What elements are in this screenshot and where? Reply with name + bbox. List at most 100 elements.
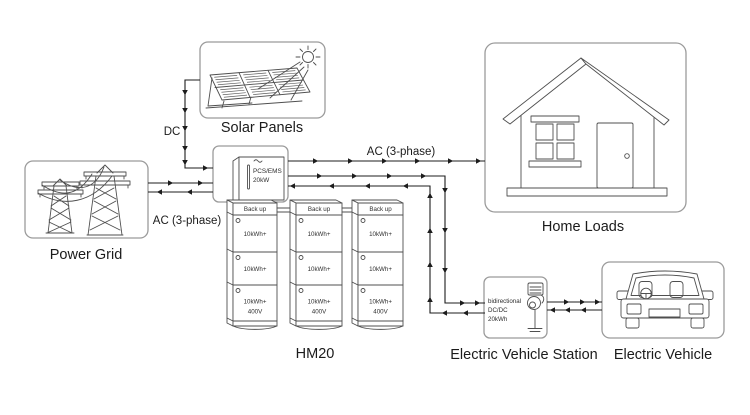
solar-cell-stripe [278,82,302,86]
arrowhead-r [476,158,482,164]
arrowhead-d [442,228,448,234]
module-voltage-label: 400V [373,309,388,316]
module-divider [226,211,278,216]
module-divider [289,248,343,253]
window-pane [535,123,554,141]
solar-cell-stripe [249,84,273,88]
solar-cell-stripe [281,87,305,90]
window-pane [556,123,575,141]
led-strip-icon [247,164,250,190]
wheel [625,317,640,329]
electric-vehicle-label: Electric Vehicle [614,347,712,363]
arrowhead-r [475,300,481,306]
solar-cell-stripe [253,92,277,95]
ev-station-spec-line1: bidirectional [488,298,521,305]
module-logo-icon [360,255,366,260]
module-divider [289,281,343,286]
arrowhead-r [421,173,427,179]
module-logo-icon [235,288,241,293]
arrowhead-r [317,173,323,179]
solar-cell-stripe [244,75,268,78]
solar-cell-stripe [276,77,300,81]
module-logo-icon [298,218,304,223]
solar-cell-stripe [251,89,276,93]
tower-side-face [289,199,297,327]
connectors [148,79,602,316]
backup-label: Back up [369,206,392,213]
arrowhead-u [427,261,433,267]
solar-cell-stripe [216,79,240,83]
solar-cell-stripe [246,79,271,83]
module-capacity-label: 10kWh+ [369,299,392,306]
solar-cell-stripe [273,72,297,76]
tower-side-face [226,199,234,327]
home-loads-label: Home Loads [542,219,624,235]
module-voltage-label: 400V [312,309,327,316]
tower-base-skirt [295,325,343,330]
solar-panels-label: Solar Panels [221,120,303,136]
solar-cell-stripe [243,72,267,76]
module-capacity-label: 10kWh+ [244,299,267,306]
flow-arrowheads [156,90,601,316]
tower-link-cables [341,207,353,213]
hm20-battery-towers: Back up 10kWh+ 10kWh+ 10kWh+ 400V Back up 10kW… [226,199,404,330]
pcs-power-label: 20kW [253,177,270,184]
car-front-icon [616,270,714,329]
module-logo-icon [235,255,241,260]
ev-station-spec-line2: DC/DC [488,307,508,314]
module-capacity-label: 10kWh+ [369,266,392,273]
module-voltage-label: 400V [248,309,263,316]
arrowhead-l [364,183,370,189]
module-divider [289,211,343,216]
solar-cell-stripe [220,87,244,91]
arrowhead-r [564,299,570,305]
door-knob [624,153,630,159]
backup-label: Back up [244,206,267,213]
module-capacity-label: 10kWh+ [308,231,331,238]
arrowhead-r [348,158,354,164]
power-grid-box [24,160,149,239]
evstation-to-pcs-line [288,185,485,314]
solar-cell-stripe [245,77,269,81]
module-divider [351,211,404,216]
pcs-name-label: PCS/EMS [253,168,282,175]
arrowhead-l [441,310,447,316]
module-divider [226,317,278,322]
solar-cell-stripe [214,75,238,78]
module-logo-icon [235,218,241,223]
arrowhead-u [427,296,433,302]
arrowhead-d [182,126,188,132]
module-capacity-label: 10kWh+ [308,299,331,306]
tower-side-face [351,199,359,327]
arrowhead-l [549,307,555,313]
window-pane [535,142,554,160]
solar-cell-stripe [223,94,248,98]
module-divider [351,248,404,253]
arrowhead-l [156,189,162,195]
arrowhead-l [402,183,408,189]
ac-grid-link-label: AC (3-phase) [153,215,222,227]
module-logo-icon [360,218,366,223]
module-logo-icon [360,288,366,293]
module-capacity-label: 10kWh+ [244,266,267,273]
arrowhead-d [182,90,188,96]
tower-front-face [295,202,343,327]
ev-charger-icon [527,282,545,332]
ev-station-spec-line3: 20kWh [488,316,508,323]
arrowhead-r [382,158,388,164]
module-divider [351,281,404,286]
arrowhead-r [460,300,466,306]
dc-link-label: DC [164,126,181,138]
module-divider [226,281,278,286]
backup-label: Back up [308,206,331,213]
tower-base-skirt [357,325,404,330]
window-pane [556,142,575,160]
car-seat [669,281,684,298]
sun-icon [302,51,314,63]
arrowhead-r [168,180,174,186]
license-plate [648,308,681,318]
module-divider [351,317,404,322]
